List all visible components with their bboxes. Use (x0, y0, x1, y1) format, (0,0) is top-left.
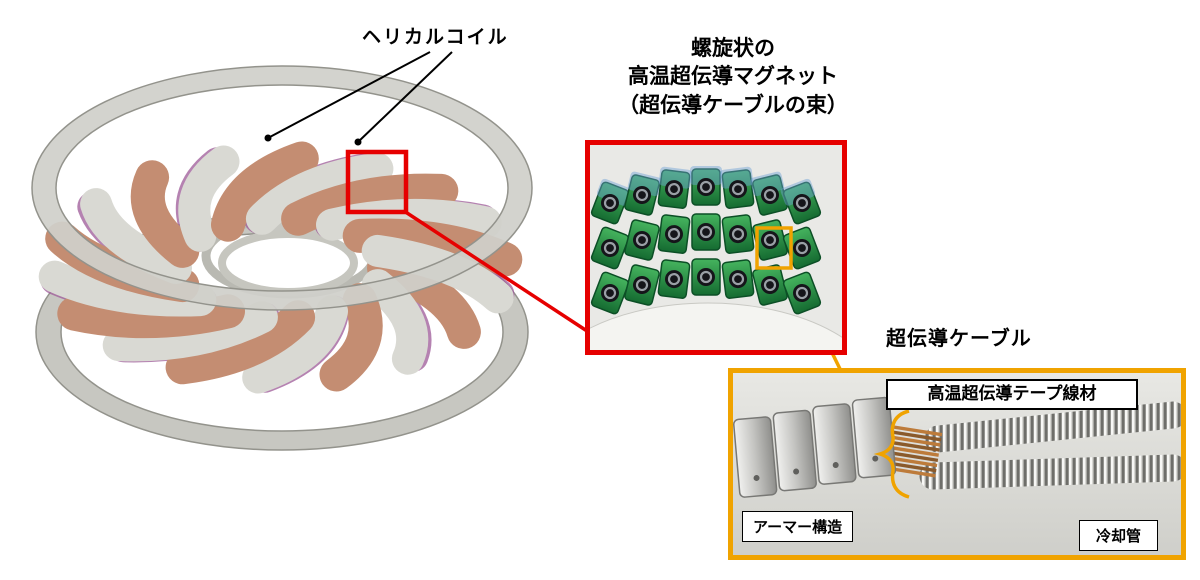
helical-coil-label: ヘリカルコイル (362, 26, 509, 48)
magnet-title-line3: （超伝導ケーブルの束） (618, 92, 848, 117)
hts-tape-label: 高温超伝導テープ線材 (886, 379, 1138, 410)
armor-blocks (733, 396, 897, 498)
magnet-photo (590, 145, 842, 350)
cable-array (590, 166, 822, 315)
red-connector-line (403, 209, 588, 333)
cable-highlight-rect (755, 226, 793, 270)
cooling-pipe-label: 冷却管 (1079, 520, 1159, 551)
magnet-drum (590, 302, 842, 350)
cable-photo-panel: 高温超伝導テープ線材 アーマー構造 冷却管 (728, 368, 1186, 560)
torus-3d-model (31, 65, 533, 451)
hts-bracket (873, 409, 910, 499)
torus-highlight-rect (345, 149, 409, 215)
magnet-photo-panel (585, 140, 847, 355)
top-ring (31, 65, 533, 311)
cooling-pipes (919, 401, 1181, 490)
magnet-title-line2: 高温超伝導マグネット (628, 64, 838, 89)
magnet-title: 螺旋状の 高温超伝導マグネット （超伝導ケーブルの束） (563, 34, 903, 119)
inner-ring-inner (218, 230, 358, 296)
armor-label: アーマー構造 (742, 511, 854, 542)
magnet-title-line1: 螺旋状の (691, 36, 775, 60)
cable-title: 超伝導ケーブル (886, 326, 1032, 350)
helical-coil-leader-lines (264, 51, 453, 146)
